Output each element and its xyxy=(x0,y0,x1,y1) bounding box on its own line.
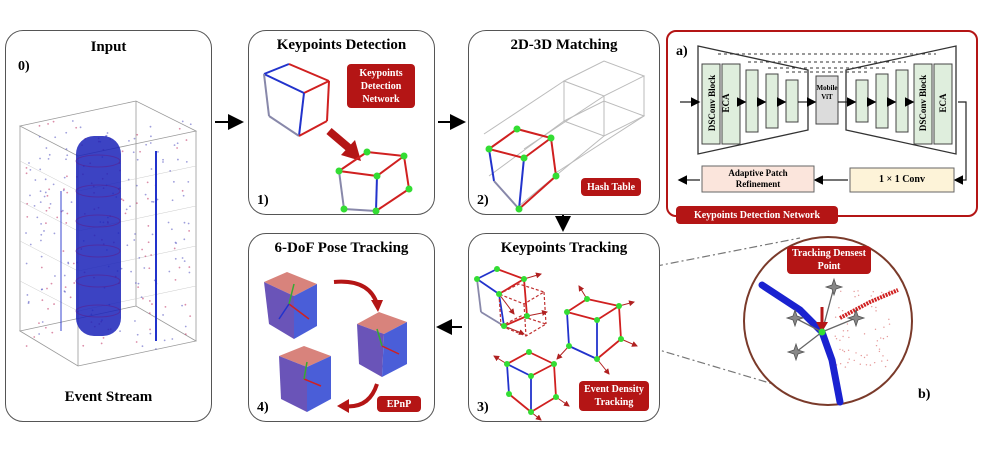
detection-network-tag: Keypoints Detection Network xyxy=(347,64,415,108)
mobile-vit: Mobile ViT xyxy=(816,84,838,101)
matching-number: 2) xyxy=(477,193,489,208)
conv-1x1: 1 × 1 Conv xyxy=(879,174,925,185)
event-stream-plot xyxy=(18,100,198,367)
matching-panel: 2D-3D Matching Hash Table 2) xyxy=(468,30,660,215)
pose-number: 4) xyxy=(257,400,269,415)
tracking-densest-tag: Tracking Densest Point xyxy=(787,246,871,274)
input-title: Input xyxy=(90,39,127,55)
input-footer: Event Stream xyxy=(64,389,153,405)
pose-title: 6-DoF Pose Tracking xyxy=(274,240,409,256)
input-panel: Input 0) Event Stream xyxy=(5,30,212,422)
tracking-panel: Keypoints Tracking xyxy=(468,233,660,422)
network-architecture xyxy=(677,45,967,193)
tracking-title: Keypoints Tracking xyxy=(500,240,628,256)
hash-table-tag: Hash Table xyxy=(581,178,641,196)
matching-wireframe xyxy=(483,60,646,213)
network-panel: a) xyxy=(666,30,978,224)
epnp-tag: EPnP xyxy=(377,396,421,412)
pose-cubes xyxy=(264,272,407,413)
detection-number: 1) xyxy=(257,193,269,208)
network-label: a) xyxy=(676,44,688,59)
detection-title: Keypoints Detection xyxy=(276,37,407,53)
input-number: 0) xyxy=(18,59,30,74)
event-density-tag: Event Density Tracking xyxy=(579,381,649,411)
zoom-label: b) xyxy=(918,387,931,402)
network-caption: Keypoints Detection Network xyxy=(676,206,838,224)
detection-cubes xyxy=(263,63,413,215)
tracking-number: 3) xyxy=(477,400,489,415)
matching-title: 2D-3D Matching xyxy=(510,37,618,53)
detection-panel: Keypoints Detection xyxy=(248,30,435,215)
pose-panel: 6-DoF Pose Tracking EPnP 4) xyxy=(248,233,435,422)
adaptive-patch-refinement: Adaptive Patch Refinement xyxy=(728,168,788,189)
tracking-cubes xyxy=(474,266,638,421)
